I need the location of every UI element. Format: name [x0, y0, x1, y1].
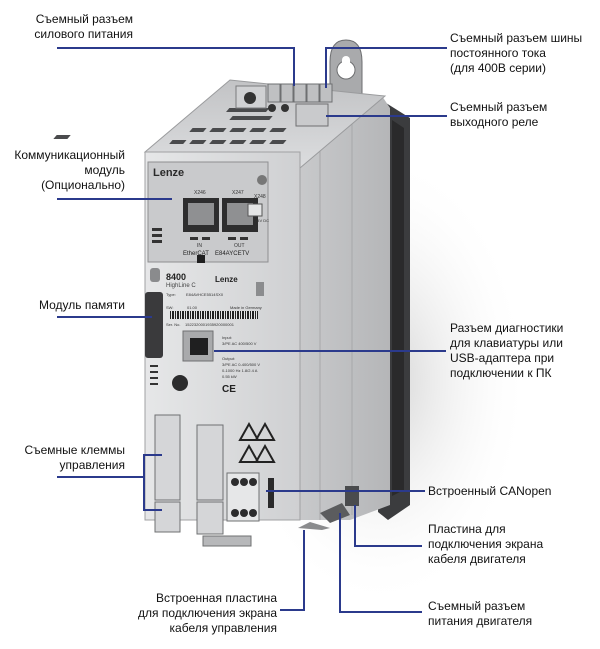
callout-line: (для 400В серии) — [450, 61, 546, 75]
callout-line: кабеля двигателя — [428, 552, 526, 566]
serial-value: 1522320001935920000001 — [185, 322, 234, 327]
callout-motor-power-connector: Съемный разъем питания двигателя — [428, 599, 532, 629]
callout-relay-output-connector: Съемный разъем выходного реле — [450, 100, 547, 130]
mounting-lug — [329, 39, 363, 103]
output-frequency: 0-1000 Hz 1.8/2.4 A — [222, 368, 258, 373]
canopen-block-graphic — [226, 472, 274, 522]
callout-memory-module: Модуль памяти — [39, 298, 125, 313]
callout-motor-shield-plate: Пластина для подключения экрана кабеля д… — [428, 522, 543, 567]
callout-control-shield-plate: Встроенная пластина для подключения экра… — [138, 591, 277, 636]
model-series: HighLine C — [166, 283, 196, 289]
sw-value: 01.00 — [187, 305, 198, 310]
led-indicator — [150, 383, 158, 385]
callout-line: питания двигателя — [428, 614, 533, 628]
callout-line: Пластина для — [428, 522, 506, 536]
port-label-x246: X246 — [194, 190, 206, 196]
label-square — [197, 255, 205, 263]
control-terminals-graphic — [154, 414, 252, 547]
callout-line: подключении к ПК — [450, 366, 552, 380]
leader-control-terminals-bottom — [143, 477, 162, 511]
callout-line: для подключения экрана — [138, 606, 277, 620]
callout-line: USB-адаптера при — [450, 351, 555, 365]
indicator-window — [256, 282, 264, 296]
memory-module-graphic — [145, 292, 163, 358]
diagnostic-port-socket — [190, 338, 208, 355]
port-label-x247: X247 — [232, 190, 244, 196]
ce-mark: CE — [222, 384, 236, 395]
barcode-stripes — [170, 311, 258, 319]
callout-power-connector: Съемный разъем силового питания — [34, 12, 133, 42]
callout-line: Съемный разъем — [35, 12, 133, 26]
motor-connector-graphic — [320, 503, 350, 523]
leader-control-terminals-top — [57, 454, 162, 478]
callout-line: модуль — [84, 163, 125, 177]
callout-line: (Опционально) — [41, 178, 125, 192]
led-indicator — [150, 377, 158, 379]
callout-dc-bus-connector: Съемный разъем шины постоянного тока (дл… — [450, 31, 582, 76]
callout-line: кабеля управления — [169, 621, 277, 635]
screw-graphic — [150, 268, 160, 282]
input-value: 3/PE AC 400/500 V — [222, 341, 257, 346]
comm-module-name: EtherCAT — [183, 251, 209, 257]
callout-control-terminals: Съемные клеммы управления — [24, 443, 125, 473]
callout-line: Модуль памяти — [39, 298, 125, 312]
top-vents — [53, 108, 287, 144]
port-label-x248: X248 — [254, 194, 266, 200]
input-label: Input: — [222, 335, 233, 340]
leader-motor-shield-plate — [354, 505, 422, 547]
callout-line: Разъем диагностики — [450, 321, 564, 335]
callout-line: Съемный разъем шины — [450, 31, 583, 45]
callout-line: для клавиатуры или — [450, 336, 563, 350]
output-value: 3/PE AC 0-400/500 V — [222, 362, 261, 367]
warning-symbols — [238, 421, 276, 463]
led-indicator — [150, 365, 158, 367]
callout-line: силового питания — [34, 27, 133, 41]
sw-label: SW: — [166, 305, 174, 310]
type-label: Type: — [166, 292, 176, 297]
brand-logo-main: Lenze — [215, 275, 238, 284]
callout-line: Съемный разъем — [428, 599, 526, 613]
leader-dc-bus-connector — [325, 47, 447, 88]
status-button — [172, 375, 188, 391]
control-shield-plate-graphic — [298, 522, 330, 530]
callout-canopen: Встроенный CANopen — [428, 484, 551, 499]
callout-line: Коммуникационный — [14, 148, 125, 162]
callout-line: выходного реле — [450, 115, 539, 129]
callout-line: Съемный разъем — [450, 100, 548, 114]
heatsink-fin — [392, 120, 404, 496]
output-label: Output: — [222, 356, 236, 361]
made-in-label: Made in Germany — [230, 305, 262, 310]
callout-line: управления — [59, 458, 125, 472]
device-side-panel — [300, 96, 390, 520]
communication-module-graphic — [147, 161, 269, 263]
led-indicator — [150, 371, 158, 373]
callout-communication-module: Коммуникационный модуль (Опционально) — [14, 148, 125, 193]
comm-module-code: E84AYCETV — [215, 251, 250, 257]
top-power-terminals — [235, 83, 333, 127]
callout-line: Встроенный CANopen — [428, 484, 552, 498]
callout-line: постоянного тока — [450, 46, 546, 60]
leader-motor-power-connector — [339, 513, 422, 613]
output-power: 0.55 kW — [222, 374, 237, 379]
model-number: 8400 — [166, 272, 187, 282]
leader-power-connector — [57, 47, 295, 86]
port-label-in: IN — [197, 243, 202, 249]
leader-control-shield-plate — [280, 530, 305, 611]
callout-line: Съемные клеммы — [24, 443, 125, 457]
callout-line: Встроенная пластина — [156, 591, 277, 605]
serial-label: Ser. No. — [166, 322, 181, 327]
brand-logo-comm: Lenze — [153, 167, 185, 179]
power-24v-label: 24V DC — [255, 218, 270, 223]
type-value: E84AVHCE5514SX0 — [186, 292, 224, 297]
callout-line: подключения экрана — [428, 537, 544, 551]
port-label-out: OUT — [234, 243, 245, 249]
callout-diagnostic-connector: Разъем диагностики для клавиатуры или US… — [450, 321, 563, 381]
